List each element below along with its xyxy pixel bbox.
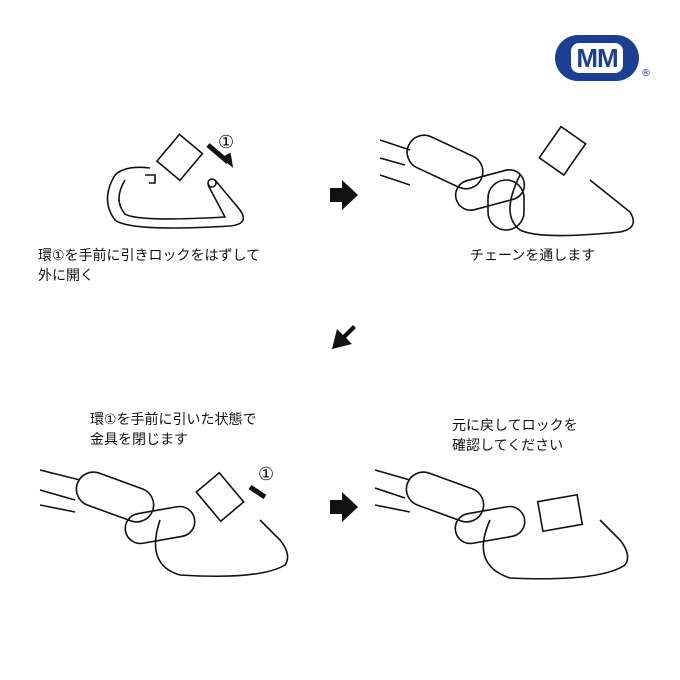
- chain-step3: [39, 469, 289, 578]
- caption-line: 確認してください: [452, 438, 564, 454]
- step2-caption: チェーンを通します: [470, 246, 595, 266]
- caption-line: 環①を手前に引きロックをはずして: [38, 248, 261, 264]
- arrow-down-left: [332, 325, 356, 349]
- caption-line: チェーンを通します: [470, 248, 596, 264]
- registered-mark: ®: [641, 68, 651, 79]
- logo-text: MM: [571, 43, 623, 73]
- step4-caption: 元に戻してロックを 確認してください: [452, 416, 578, 456]
- chain-step2: [379, 125, 635, 237]
- marker-1: ①: [218, 132, 234, 153]
- carabiner-open-step1: [106, 133, 245, 229]
- arrow-right-2: [330, 492, 358, 522]
- caption-line: 外に開く: [38, 268, 94, 284]
- marker-1-step3: ①: [258, 464, 274, 485]
- brand-logo: MM: [555, 35, 639, 81]
- arrow-right-1: [330, 180, 358, 210]
- caption-line: 環①を手前に引いた状態で: [90, 412, 257, 428]
- step1-caption: 環①を手前に引きロックをはずして 外に開く: [38, 246, 260, 286]
- chain-step4: [374, 469, 629, 580]
- caption-line: 金具を閉じます: [90, 432, 188, 448]
- step3-caption: 環①を手前に引いた状態で 金具を閉じます: [90, 410, 257, 450]
- caption-line: 元に戻してロックを: [452, 418, 578, 434]
